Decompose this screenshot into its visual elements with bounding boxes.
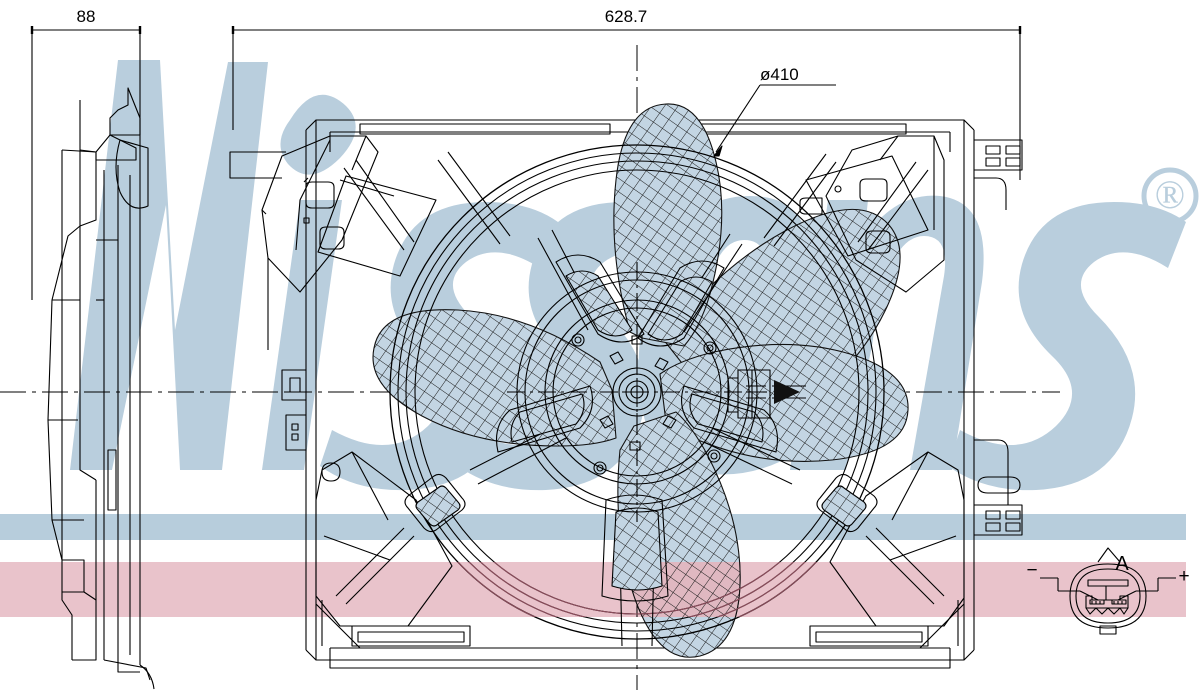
dimension-diameter-label: ø410 [760, 65, 799, 84]
terminal-positive-label: + [1178, 566, 1189, 587]
hub-crosshair [507, 262, 767, 522]
dimension-88-group [30, 26, 142, 300]
registered-mark-glyph: ® [1155, 172, 1185, 217]
pink-band [0, 562, 1186, 617]
fan-support-arms [469, 229, 801, 647]
connector-detail [1040, 547, 1176, 635]
shroud-inner-diagonals [335, 151, 945, 605]
dimension-628-label: 628.7 [605, 7, 648, 26]
connector-view-label: A [1115, 553, 1129, 575]
dimension-628-group [231, 26, 1022, 180]
side-profile-view [47, 87, 155, 690]
right-mount-bracket-bottom [974, 439, 1023, 536]
shroud-corner-lower-right [816, 451, 965, 627]
diameter-leader-line [713, 84, 836, 157]
terminal-negative-label: − [1026, 560, 1037, 581]
shroud-corner-upper-right [799, 135, 945, 293]
shroud-corner-lower-left [315, 451, 466, 627]
right-mount-bracket-top [974, 139, 1023, 210]
dimension-88-label: 88 [77, 7, 96, 26]
shroud-corner-upper-left [229, 135, 437, 350]
blue-band [0, 514, 1186, 540]
registered-trademark-icon: ® [1141, 167, 1199, 225]
left-mount-bracket [281, 369, 341, 482]
fan-ring-pink-arcs [457, 562, 817, 617]
shroud-outer-frame [305, 119, 975, 669]
